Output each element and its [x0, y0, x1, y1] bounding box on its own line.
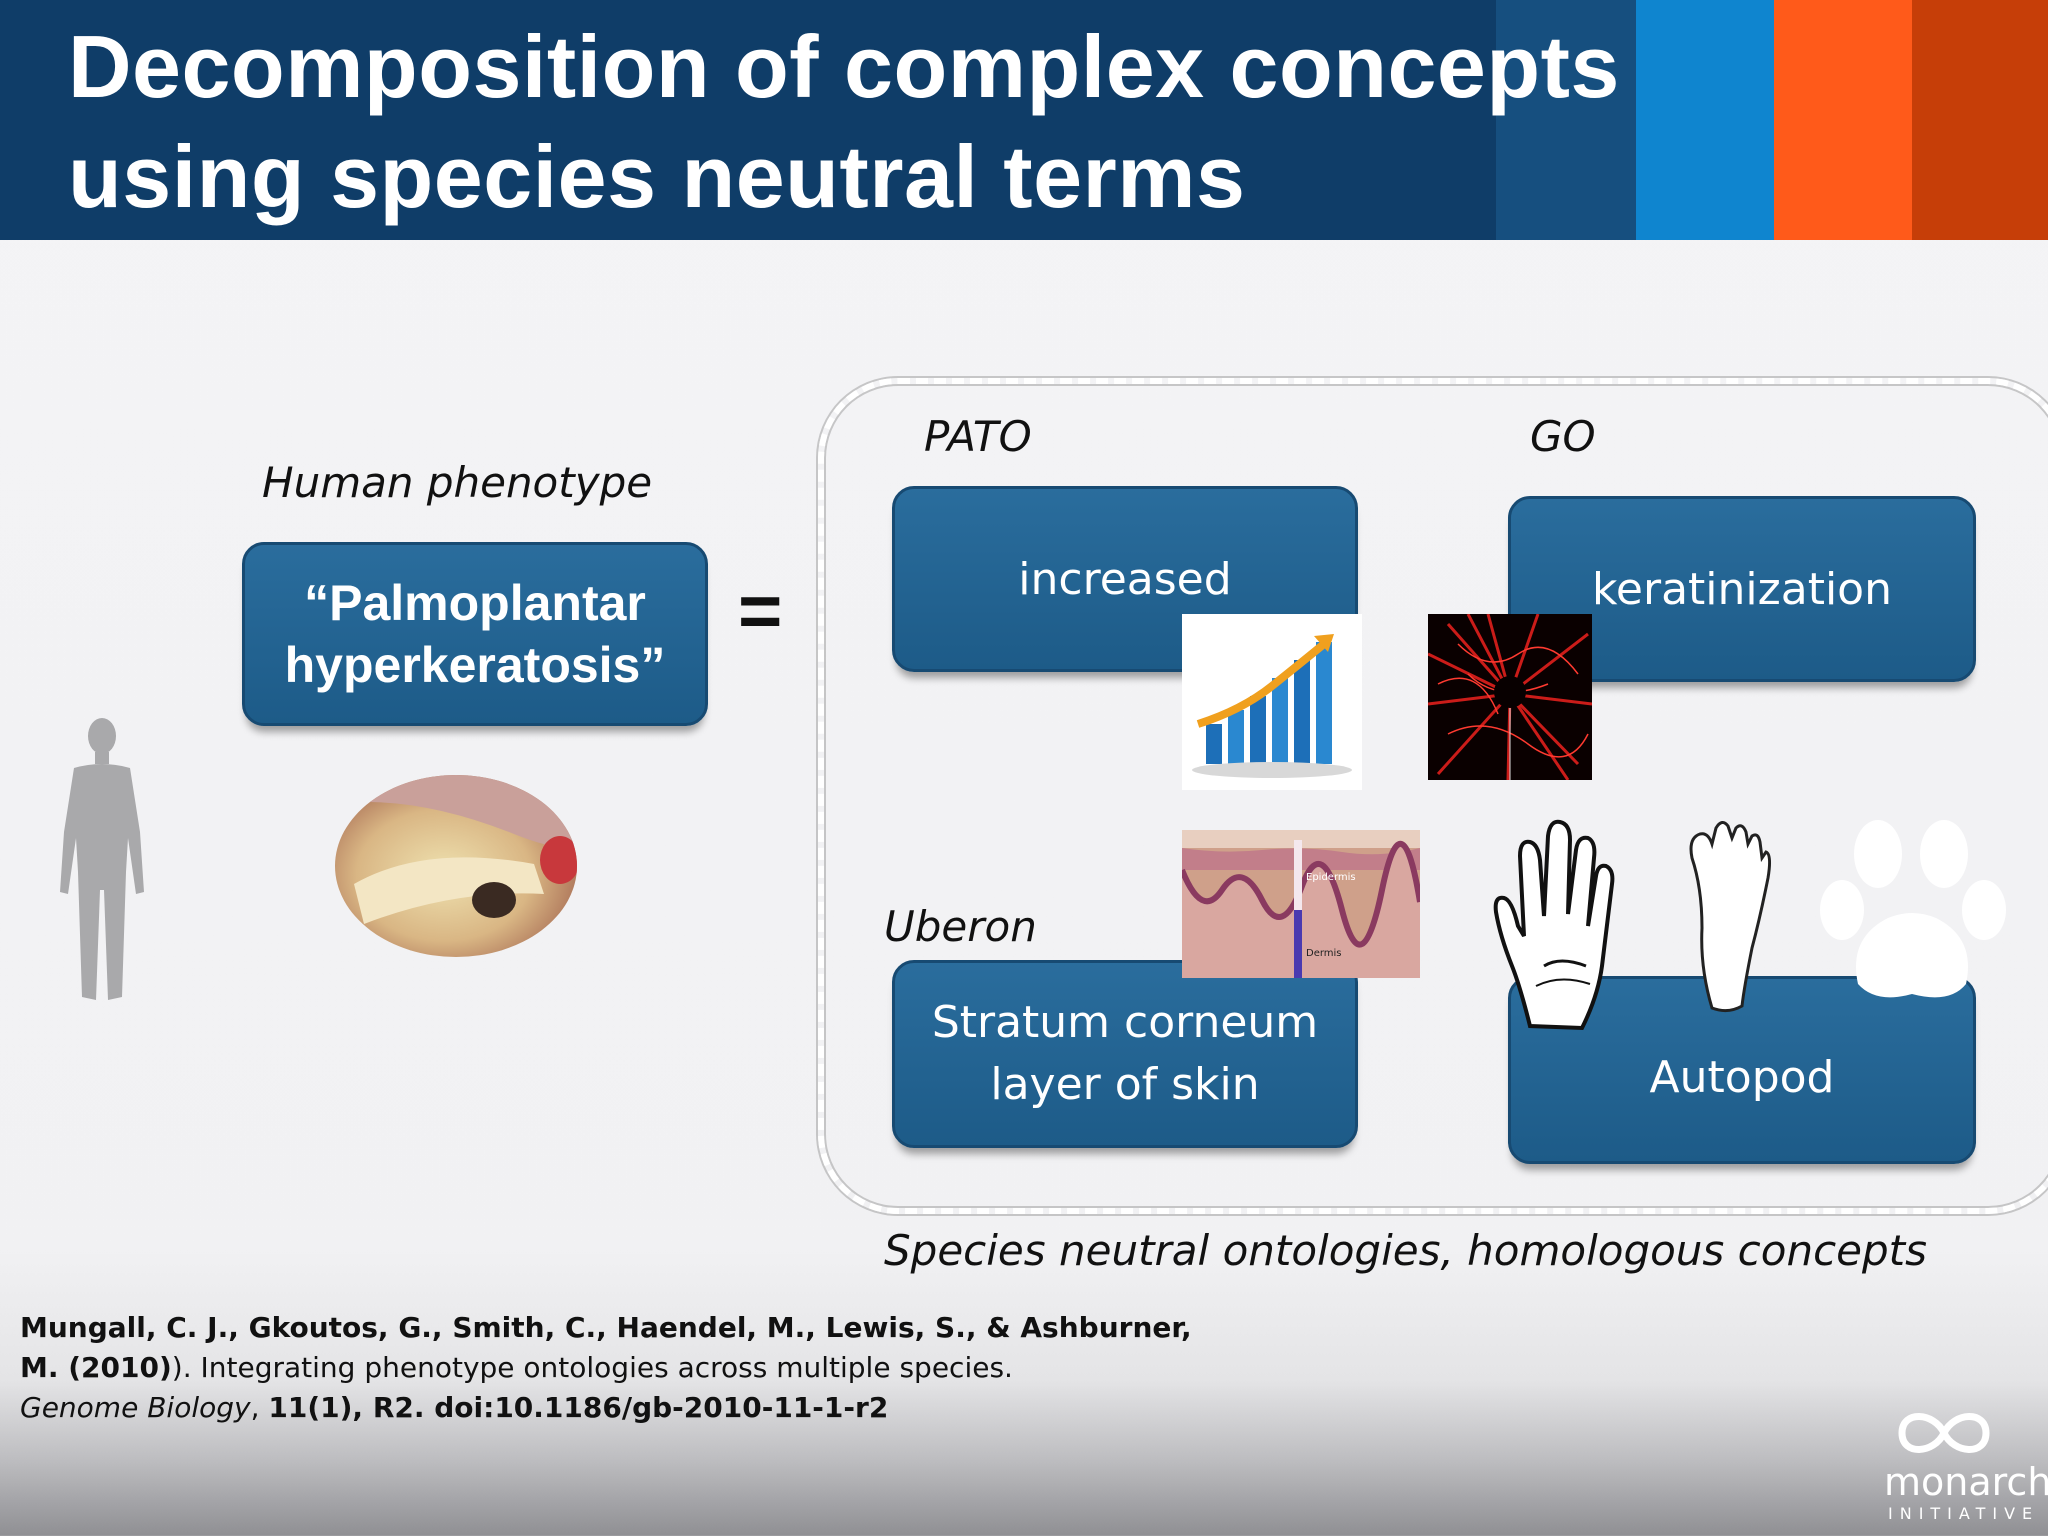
citation-line-3: Genome Biology, 11(1), R2. doi:10.1186/g… [20, 1391, 889, 1424]
human-phenotype-label: Human phenotype [262, 458, 653, 507]
foot-icon [1689, 821, 1772, 1013]
go-label: GO [1530, 412, 1596, 461]
go-box-text: keratinization [1592, 564, 1892, 615]
uberon-box-line-2: layer of skin [990, 1059, 1260, 1110]
accent-stripe-blue [1636, 0, 1774, 240]
ontology-caption: Species neutral ontologies, homologous c… [884, 1226, 1928, 1275]
uberon-box: Stratum corneum layer of skin [892, 960, 1358, 1148]
growth-chart-icon [1182, 614, 1362, 790]
slide-title-line-1: Decomposition of complex concepts [68, 17, 1620, 116]
phenotype-box-line-1: “Palmoplantar [304, 575, 646, 631]
uberon-label: Uberon [884, 902, 1037, 951]
dermis-label: Dermis [1306, 948, 1342, 959]
citation-journal: Genome Biology [20, 1391, 251, 1424]
epidermis-label: Epidermis [1306, 872, 1356, 883]
accent-stripe-dark-blue [1496, 0, 1636, 240]
hand-icon [1493, 819, 1615, 1031]
citation-line-1: Mungall, C. J., Gkoutos, G., Smith, C., … [20, 1308, 1192, 1348]
accent-stripe-dark-orange [1912, 0, 2048, 240]
uberon-box-line-1: Stratum corneum [931, 997, 1319, 1048]
hyperkeratosis-photo [335, 775, 577, 957]
citation-line-2: M. (2010)). Integrating phenotype ontolo… [20, 1348, 1013, 1388]
paw-print-icon [1820, 820, 2006, 998]
monarch-logo-icon [1898, 1413, 1990, 1453]
monarch-logo-subtext: INITIATIVE [1888, 1504, 2040, 1523]
autopod-box-text: Autopod [1649, 1052, 1835, 1103]
citation-authors: Mungall, C. J., Gkoutos, G., Smith, C., … [20, 1311, 1192, 1344]
monarch-logo-text: monarch [1884, 1460, 2048, 1504]
human-silhouette-icon [60, 718, 144, 1000]
citation-year: M. (2010) [20, 1351, 172, 1384]
equals-sign: = [738, 569, 783, 654]
accent-stripe-orange [1774, 0, 1912, 240]
ontology-group-region [818, 378, 2048, 1214]
skin-histology-image: Epidermis Dermis [1182, 830, 1420, 978]
citation-doi: 11(1), R2. doi:10.1186/gb-2010-11-1-r2 [268, 1391, 889, 1424]
slide-title-line-2: using species neutral terms [68, 127, 1246, 226]
citation-title: ). Integrating phenotype ontologies acro… [171, 1351, 1013, 1384]
phenotype-box: “Palmoplantar hyperkeratosis” [242, 542, 708, 726]
pato-label: PATO [924, 412, 1032, 461]
pato-box-text: increased [1018, 554, 1232, 605]
keratin-micrograph [1428, 614, 1592, 780]
phenotype-box-line-2: hyperkeratosis” [284, 637, 666, 693]
